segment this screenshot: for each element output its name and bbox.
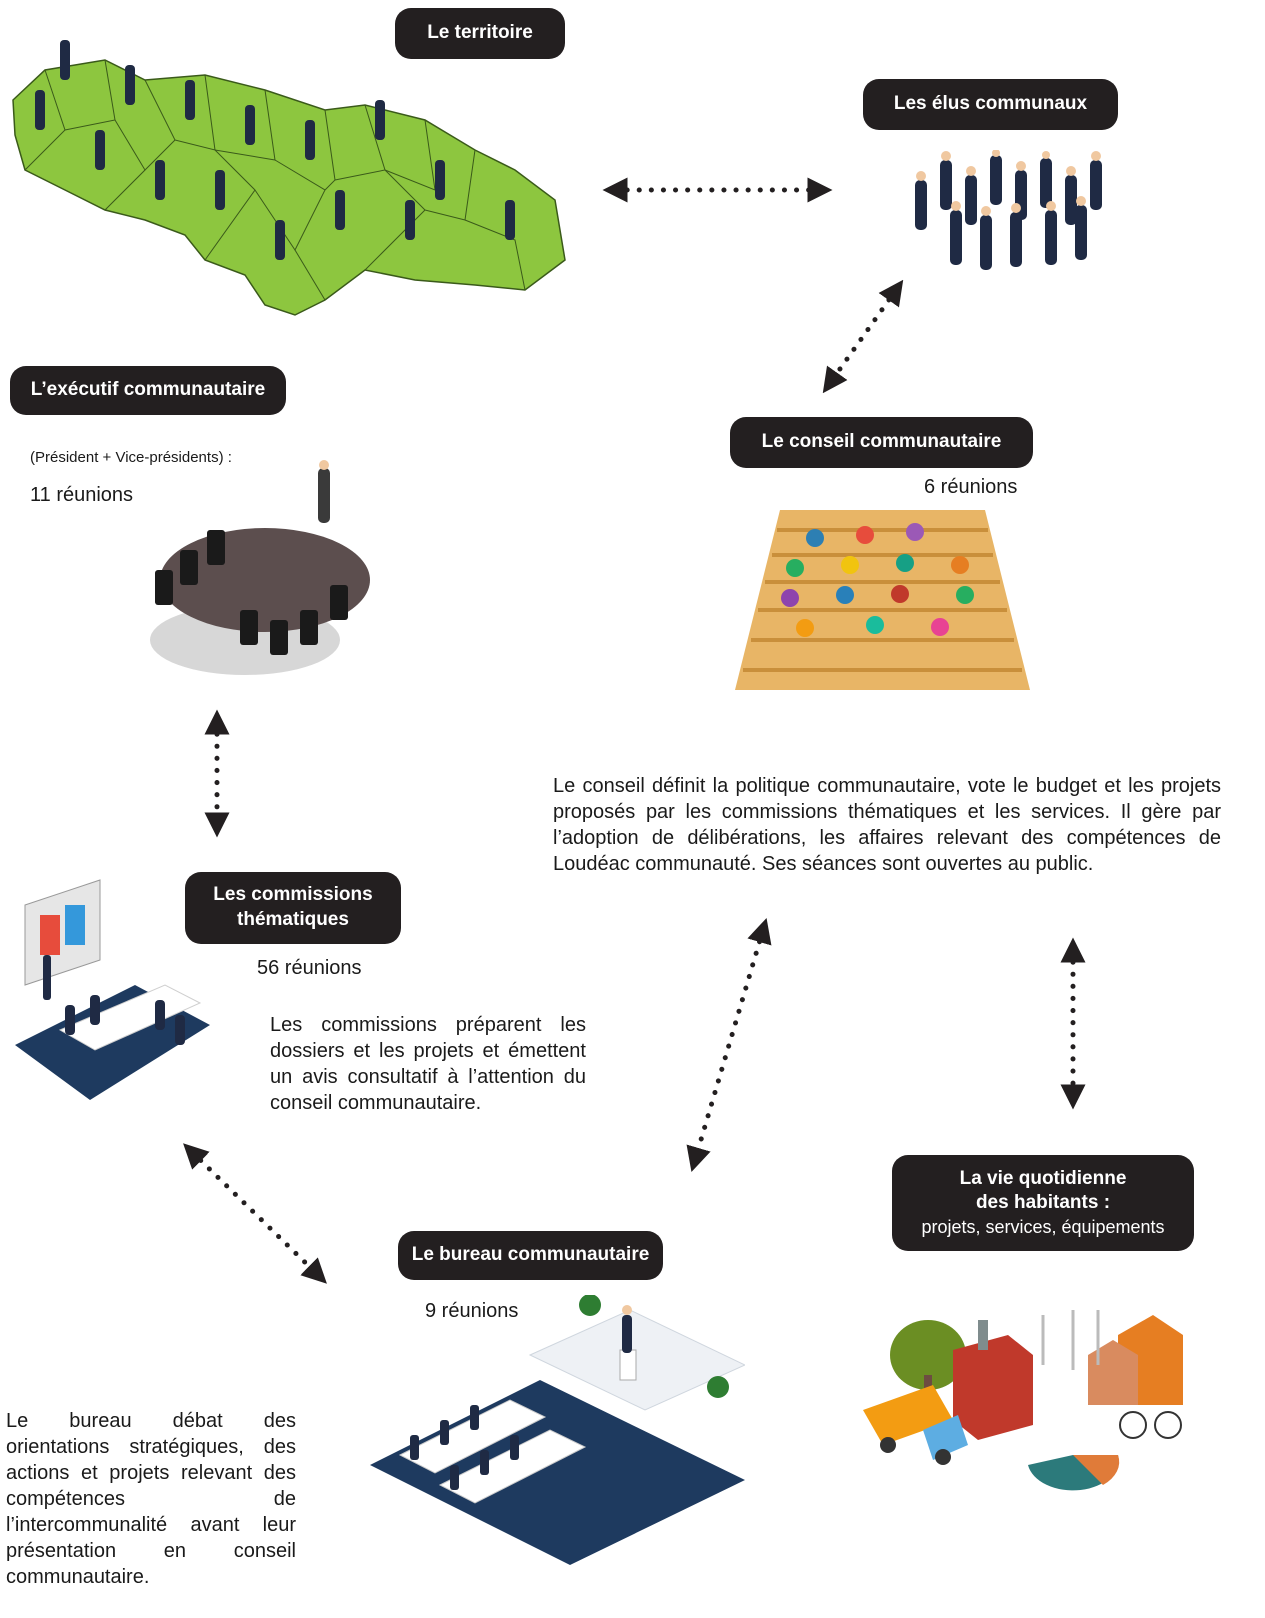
city-services-illustration xyxy=(863,1310,1183,1491)
presentation-room-illustration xyxy=(15,879,210,1100)
node-bureau-label: Le bureau communautaire xyxy=(411,1244,650,1266)
executif-count: 11 réunions xyxy=(30,484,134,506)
arrow-commissions-bureau xyxy=(183,1143,327,1284)
node-territoire-label: Le territoire xyxy=(427,22,533,44)
node-commissions-label-1: Les commissions xyxy=(213,884,373,906)
node-executif-label: L’exécutif communautaire xyxy=(30,379,266,401)
crowd-illustration xyxy=(915,150,1102,270)
executif-subtitle: (Président + Vice-présidents) : xyxy=(30,449,232,466)
meeting-table-illustration xyxy=(150,460,370,675)
bureau-description: Le bureau débat des orientations stratég… xyxy=(6,1410,296,1588)
conference-room-illustration xyxy=(370,1295,745,1565)
territory-map-illustration xyxy=(12,40,566,316)
node-elus-label: Les élus communaux xyxy=(893,93,1088,115)
arrow-elus-conseil xyxy=(822,279,904,394)
arrow-conseil-bureau xyxy=(686,918,772,1172)
node-elus: Les élus communaux xyxy=(863,79,1118,130)
node-bureau: Le bureau communautaire xyxy=(398,1231,663,1280)
conseil-description: Le conseil définit la politique communau… xyxy=(553,775,1221,875)
node-territoire: Le territoire xyxy=(395,8,565,59)
node-commissions: Les commissions thématiques xyxy=(185,872,401,944)
node-conseil-label: Le conseil communautaire xyxy=(761,431,1002,453)
bureau-count: 9 réunions xyxy=(425,1300,519,1322)
node-commissions-label-2: thématiques xyxy=(237,909,349,930)
node-vie-label-3: projets, services, équipements xyxy=(921,1216,1165,1237)
commissions-count: 56 réunions xyxy=(257,957,362,979)
node-vie: La vie quotidienne des habitants : proje… xyxy=(892,1155,1194,1251)
node-vie-label-2: des habitants : xyxy=(975,1192,1111,1214)
node-executif: L’exécutif communautaire xyxy=(10,366,286,415)
commissions-description: Les commissions préparent les dossiers e… xyxy=(270,1014,586,1114)
node-conseil: Le conseil communautaire xyxy=(730,417,1033,468)
conseil-count: 6 réunions xyxy=(924,476,1018,498)
node-vie-label-1: La vie quotidienne xyxy=(959,1167,1127,1189)
amphitheater-illustration xyxy=(735,510,1030,690)
